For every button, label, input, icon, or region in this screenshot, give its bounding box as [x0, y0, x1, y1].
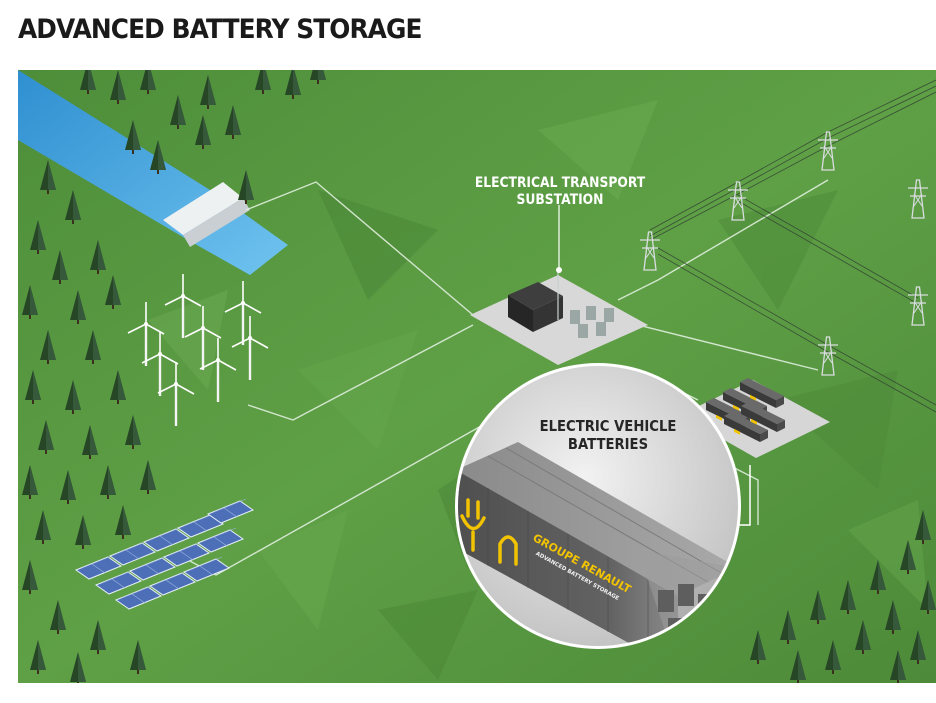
ev-label-line1: ELECTRIC VEHICLE: [520, 417, 696, 435]
landscape-svg: GROUPE RENAULT ADVANCED BATTERY STORAGE: [18, 70, 936, 683]
energy-landscape-illustration: GROUPE RENAULT ADVANCED BATTERY STORAGE …: [18, 70, 936, 683]
ev-label-line2: BATTERIES: [520, 435, 696, 453]
substation-label-line1: ELECTRICAL TRANSPORT: [463, 175, 657, 192]
substation-label: ELECTRICAL TRANSPORT SUBSTATION: [463, 175, 657, 209]
substation-leader-dot: [556, 267, 562, 273]
ev-batteries-label: ELECTRIC VEHICLE BATTERIES: [520, 417, 696, 453]
substation-label-line2: SUBSTATION: [463, 192, 657, 209]
page-title: ADVANCED BATTERY STORAGE: [18, 14, 422, 45]
